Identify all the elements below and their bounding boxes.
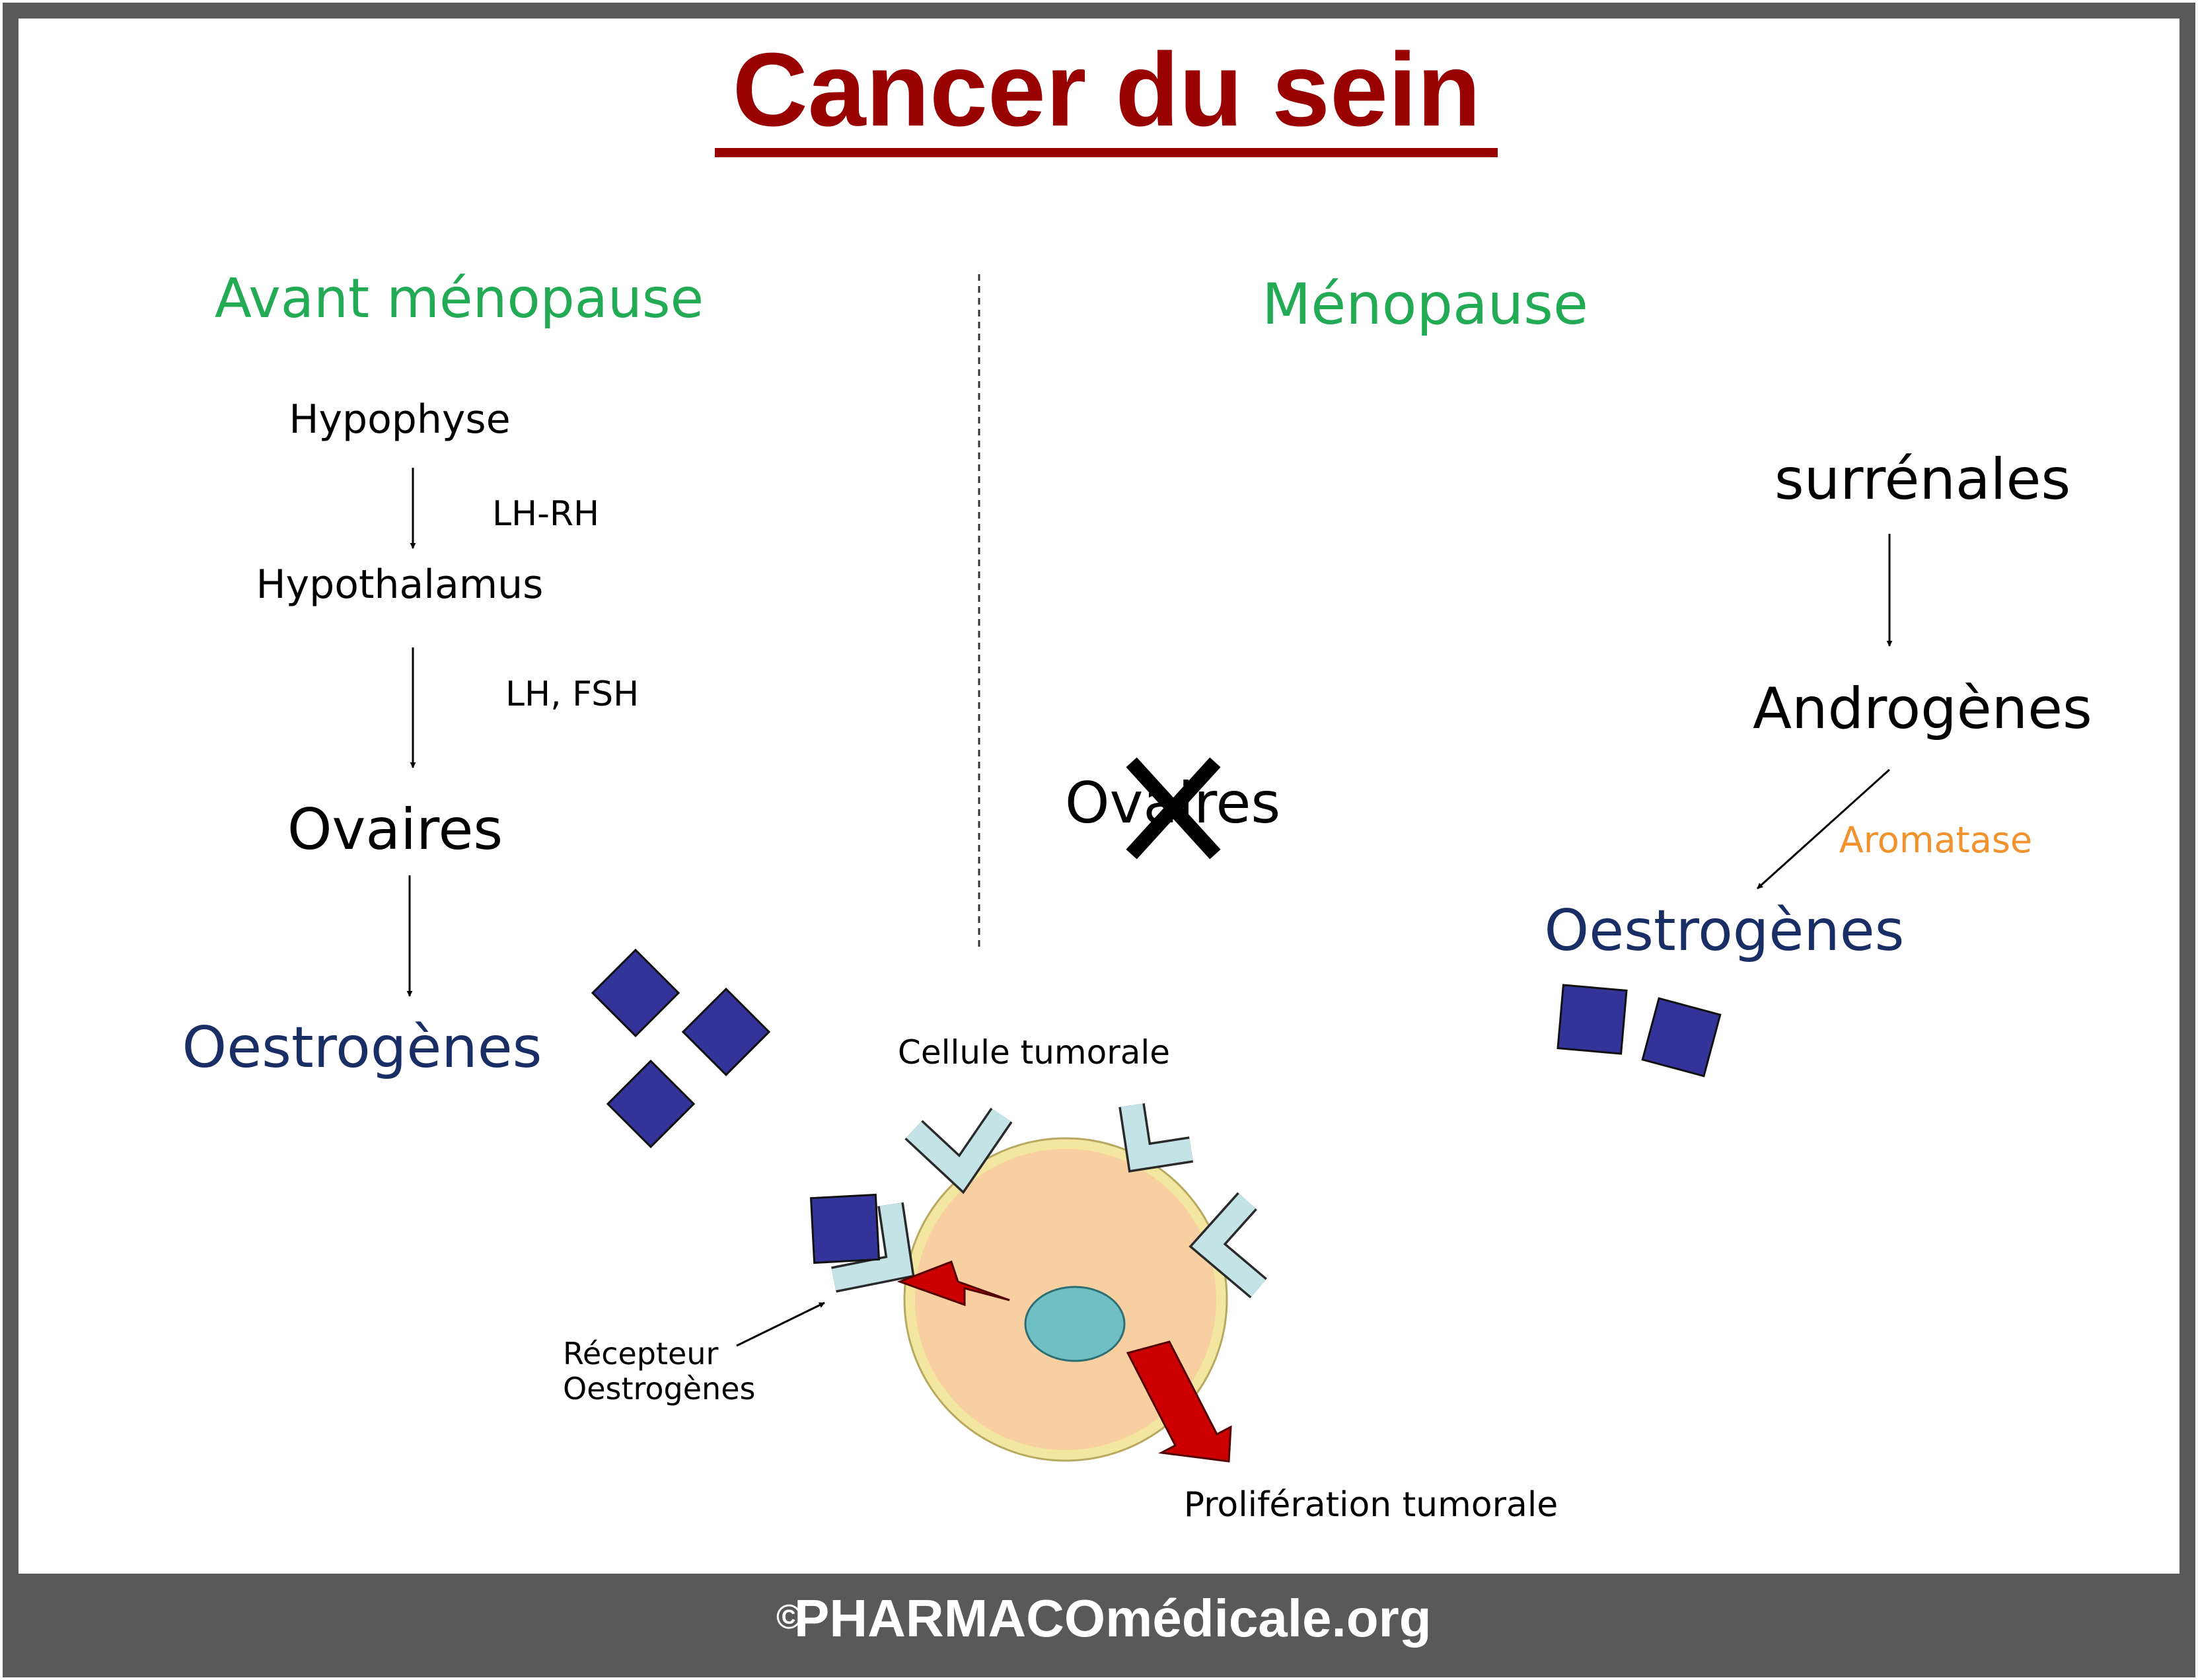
label-oestrogenes-left: Oestrogènes [182, 1015, 542, 1081]
estrogen-square-4 [1557, 984, 1628, 1055]
label-proliferation: Prolifération tumorale [1184, 1485, 1558, 1525]
estrogen-square-2 [681, 987, 771, 1077]
receptor-4 [831, 1202, 915, 1293]
signal-bolt-icon [897, 1260, 1010, 1307]
label-receptor-line1: Récepteur [563, 1336, 718, 1371]
footer-bar [11, 1574, 2187, 1669]
nucleus [1024, 1286, 1126, 1362]
receptor-2 [1118, 1103, 1194, 1173]
estrogen-square-5 [1641, 997, 1722, 1077]
estrogen-square-1 [591, 948, 680, 1038]
label-lhfsh: LH, FSH [505, 675, 639, 714]
cross-out-icon [1126, 757, 1221, 859]
footer-brand: PHARMACOmédicale.org [794, 1589, 1432, 1648]
receptor-1 [904, 1107, 1013, 1194]
title-underline [715, 148, 1498, 157]
label-androgenes: Androgènes [1753, 676, 2092, 742]
page-title: Cancer du sein [733, 32, 1481, 148]
receptor-group [831, 1103, 1267, 1299]
heading-menopause: Ménopause [1262, 272, 1588, 338]
label-aromatase: Aromatase [1839, 819, 2032, 861]
arrow-receptor-label [736, 1301, 825, 1347]
copyright-symbol: © [776, 1598, 801, 1636]
heading-avant-menopause: Avant ménopause [215, 268, 704, 330]
estrogen-square-bound [809, 1193, 881, 1264]
receptor-3 [1189, 1192, 1267, 1299]
label-surrenales: surrénales [1775, 447, 2070, 513]
label-hypothalamus: Hypothalamus [256, 562, 544, 608]
label-ovaires: Ovaires [287, 797, 503, 863]
label-hypophyse: Hypophyse [289, 396, 510, 443]
arrow-androgenes-oestrogenes [1756, 768, 1891, 890]
estrogen-square-3 [606, 1059, 696, 1149]
proliferation-arrow-icon [1126, 1340, 1232, 1463]
label-oestrogenes-right: Oestrogènes [1545, 898, 1905, 964]
label-lhrh: LH-RH [492, 494, 599, 534]
label-cellule-tumorale: Cellule tumorale [898, 1033, 1170, 1072]
label-receptor-line2: Oestrogènes [563, 1371, 755, 1406]
